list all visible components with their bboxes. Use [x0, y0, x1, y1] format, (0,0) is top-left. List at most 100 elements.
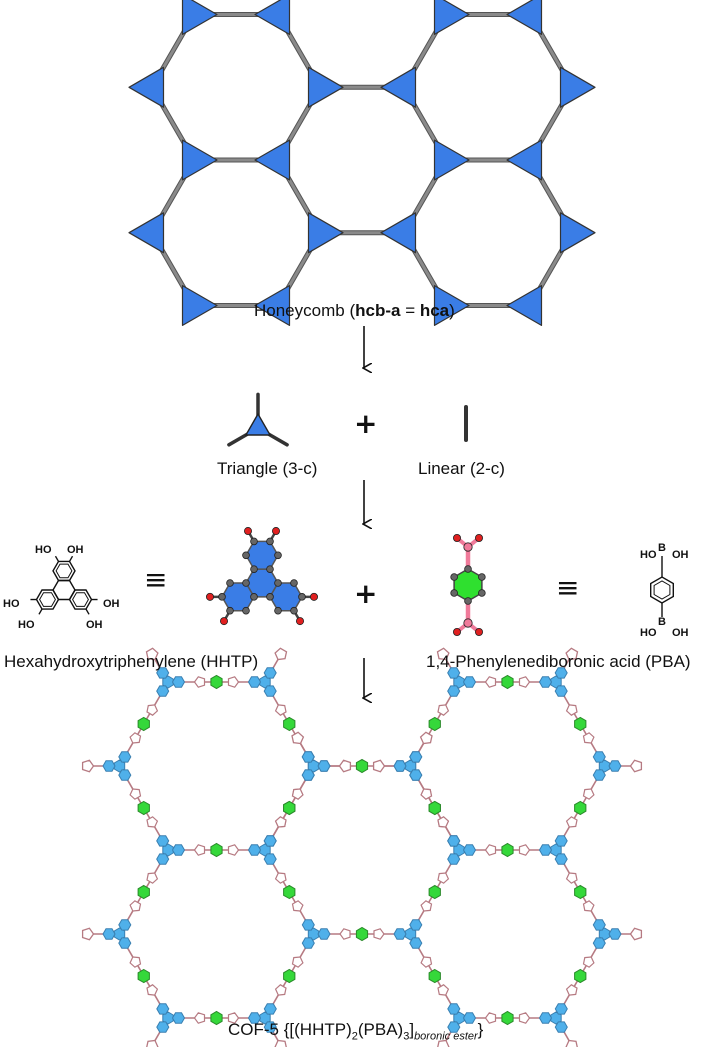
cof-hhtp-ring-4-0: [156, 685, 170, 697]
cof-boronate-ester-13-0: [227, 1012, 240, 1024]
cof-boronate-ester-6-0: [420, 900, 433, 912]
cof-boronate-ester-4-0: [193, 676, 206, 688]
hhtp-carbon-atom-15: [266, 593, 274, 601]
cof-boronate-ester-25-0: [565, 872, 578, 884]
hcb-triangle-node-13: [559, 66, 596, 108]
cof-hhtp-core-20: [550, 1011, 562, 1025]
cof-boronate-ester-7-0: [373, 928, 385, 940]
symbol-hca: hca: [419, 301, 450, 320]
cof-hhtp-ring-13-2: [102, 928, 116, 940]
cof-pba-ring-2: [137, 800, 150, 816]
cof-boronate-ester-17-1: [518, 844, 531, 856]
pba-skeletal-inner-ring: [653, 580, 671, 600]
cof-boronate-ester-8-1: [291, 900, 304, 912]
cof-hhtp-ring-20-1: [538, 1012, 553, 1024]
cof-hhtp-ring-5-1: [263, 685, 277, 697]
cof-boronate-ester-23-1: [484, 1012, 497, 1024]
symbol-a: -a: [385, 301, 401, 320]
cof-terminal-ester-18: [565, 647, 579, 661]
cof-hhtp-ring-21-0: [462, 1012, 477, 1024]
cof-pba-ring-9: [283, 800, 296, 816]
hcb-triangle-node-8: [307, 212, 344, 254]
cof-hhtp-ring-19-2: [608, 928, 622, 940]
cof-hhtp-ring-18-2: [554, 667, 568, 679]
cof-pba-ring-25: [574, 884, 587, 900]
hcb-triangle-node-9: [380, 66, 417, 108]
cof-hhtp-ring-6-2: [462, 844, 477, 856]
hcb-triangle-node-0: [307, 66, 344, 108]
hhtp-oxygen-atom-2: [219, 617, 228, 626]
triangle-label: Triangle (3-c): [217, 459, 318, 478]
cof-pba-ring-15: [137, 884, 150, 900]
cof-hhtp-ring-17-0: [447, 685, 461, 697]
cof-hhtp-ring-7-2: [409, 937, 423, 949]
hcb-triangle-node-4: [181, 0, 218, 36]
cof-pba-ring-16: [574, 800, 587, 816]
cof-hhtp-ring-21-1: [447, 1003, 461, 1015]
cof-terminal-ester-3: [81, 759, 95, 773]
cof-hhtp-ring-20-0: [554, 1003, 568, 1015]
cof-hhtp-core-15: [550, 843, 562, 857]
hhtp-oxygen-atom-3: [205, 592, 214, 601]
pba-b-bottom: B: [658, 616, 666, 628]
cof-hhtp-ring-13-0: [118, 937, 132, 949]
hhtp-carbon-atom-17: [290, 579, 298, 587]
cof-terminal-ester-21: [437, 1039, 450, 1047]
hcb-triangle-node-5: [254, 0, 291, 36]
cof-hhtp-ring-9-1: [317, 760, 331, 772]
hhtp-carbon-atom-10: [226, 579, 234, 587]
pba-boron-atom-1: [463, 618, 473, 628]
cof-boronate-ester-21-0: [565, 704, 578, 716]
formula-part-3: ]: [409, 1020, 415, 1039]
hhtp-carbon-atom-2: [250, 565, 258, 573]
pba-oxygen-atom-0-1: [474, 534, 483, 543]
cof-boronate-ester-24-0: [437, 984, 450, 996]
cof-hhtp-core-3: [113, 759, 126, 773]
cof-boronate-ester-20-0: [484, 676, 497, 688]
cof-pba-ring-22: [574, 968, 587, 984]
hhtp-oh-4: OH: [103, 598, 120, 610]
pba-oxygen-atom-0-0: [452, 534, 461, 543]
cof-pba-ring-24: [428, 968, 441, 984]
hcb-triangle-node-16: [506, 0, 543, 36]
cof-boronate-ester-23-0: [518, 1012, 531, 1024]
cof-hhtp-core-14: [598, 759, 611, 773]
cof-hhtp-core-2: [162, 843, 174, 857]
cof-hhtp-core-12: [162, 1011, 174, 1025]
hhtp-oh-5: HO: [18, 619, 35, 631]
cof-boronate-ester-18-0: [437, 816, 450, 828]
cof-boronate-ester-22-1: [565, 984, 578, 996]
cof-hhtp-ring-12-0: [171, 1012, 186, 1024]
triangle-unit-icon: [244, 412, 272, 436]
cof-hhtp-ring-8-1: [301, 919, 315, 931]
hhtp-oh-3: HO: [3, 598, 20, 610]
pba-label: 1,4-Phenylenediboronic acid (PBA): [426, 652, 691, 671]
cof-hhtp-ring-15-1: [538, 844, 553, 856]
hcb-triangle-node-3: [128, 66, 165, 108]
hhtp-carbon-atom-1: [266, 565, 274, 573]
cof-hhtp-core-17: [453, 675, 465, 689]
cof-hhtp-ring-3-2: [102, 760, 116, 772]
pba-carbon-atom-0: [464, 597, 472, 605]
cof-boronate-ester-16-0: [582, 788, 595, 800]
cof-terminal-ester-10: [419, 731, 433, 745]
cof-hhtp-ring-7-0: [409, 919, 423, 931]
hhtp-carbon-atom-14: [274, 606, 282, 615]
cof-hhtp-ring-2-1: [156, 835, 170, 847]
hhtp-oxygen-atom-0: [243, 527, 252, 536]
cof-hhtp-ring-9-2: [301, 751, 315, 763]
cof-hhtp-ring-2-0: [171, 844, 186, 856]
cof-boronate-ester-1-0: [193, 844, 206, 856]
cof-boronate-ester-9-1: [291, 788, 304, 800]
cof-hhtp-ring-6-0: [447, 853, 461, 865]
cof-pba-ring-23: [501, 1010, 514, 1026]
cof-hhtp-ring-12-2: [156, 1021, 170, 1033]
hhtp-skeletal-oh-bond-2-1: [85, 608, 90, 615]
cof-terminal-ester-19: [629, 927, 643, 941]
cof5-framework: [81, 647, 643, 1047]
cof-hhtp-core-13: [113, 927, 126, 941]
formula-part-4: }: [477, 1020, 484, 1039]
hhtp-carbon-atom-6: [250, 593, 258, 601]
cof-hhtp-ring-20-2: [554, 1021, 568, 1033]
